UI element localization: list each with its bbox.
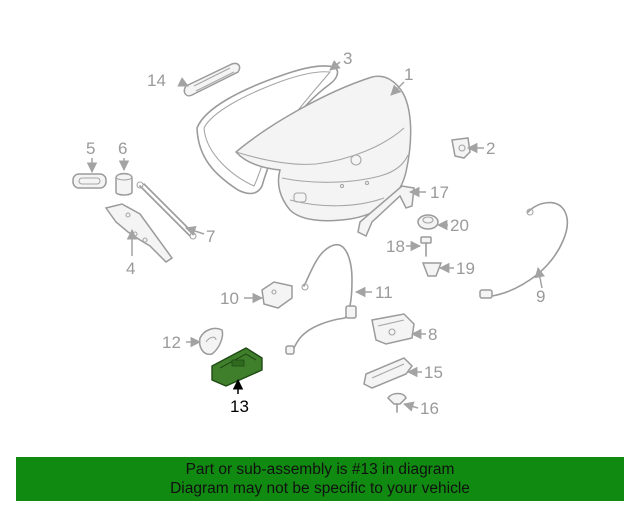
callout-15: 15 [424, 363, 443, 382]
banner-line-part-number: Part or sub-assembly is #13 in diagram [185, 461, 455, 478]
callout-3: 3 [343, 49, 352, 68]
part-5-pad[interactable] [72, 173, 107, 189]
part-2-bracket[interactable] [451, 137, 471, 159]
part-18-bolt[interactable] [420, 236, 432, 257]
part-10-actuator[interactable] [261, 281, 293, 309]
callout-18: 18 [386, 237, 405, 256]
part-20-grommet[interactable] [417, 214, 439, 230]
part-6-bump-stop[interactable] [115, 172, 133, 196]
diagram-notice-banner: Part or sub-assembly is #13 in diagram D… [16, 457, 624, 501]
callout-16: 16 [420, 399, 439, 418]
callout-2: 2 [486, 139, 495, 158]
part-19-clip[interactable] [421, 262, 443, 277]
callout-6: 6 [118, 139, 127, 158]
part-1-trunk-lid[interactable] [234, 75, 412, 222]
part-8-latch[interactable] [371, 313, 415, 345]
part-16-clip[interactable] [387, 392, 407, 413]
callout-9: 9 [536, 287, 545, 306]
part-15-handle[interactable] [363, 357, 413, 389]
part-7-lift-support[interactable] [136, 181, 197, 240]
callout-7: 7 [206, 227, 215, 246]
part-14-trunk-trim[interactable] [183, 62, 241, 97]
callout-8: 8 [428, 325, 437, 344]
part-4-hinge[interactable] [104, 203, 174, 263]
callout-19: 19 [456, 259, 475, 278]
banner-line-disclaimer: Diagram may not be specific to your vehi… [170, 480, 470, 497]
callout-4: 4 [126, 259, 135, 278]
callout-13-highlighted: 13 [230, 397, 249, 416]
callout-labels: 1 2 3 4 5 6 7 8 9 10 11 12 13 14 15 16 1… [86, 49, 545, 418]
part-3-trunk-seal[interactable] [196, 65, 339, 195]
callout-11: 11 [375, 283, 393, 302]
callout-12: 12 [162, 333, 181, 352]
callout-14: 14 [147, 71, 166, 90]
part-11-cable[interactable] [285, 244, 357, 355]
callout-20: 20 [450, 216, 469, 235]
callout-10: 10 [220, 289, 239, 308]
part-13-highlighted[interactable] [211, 347, 263, 387]
callout-17: 17 [430, 183, 449, 202]
part-17-latch-bracket[interactable] [357, 185, 415, 238]
leader-lines [86, 59, 546, 412]
callout-5: 5 [86, 139, 95, 158]
part-9-release-cable[interactable] [479, 201, 569, 299]
part-12-handle-cover[interactable] [198, 327, 224, 356]
callout-1: 1 [404, 65, 413, 84]
